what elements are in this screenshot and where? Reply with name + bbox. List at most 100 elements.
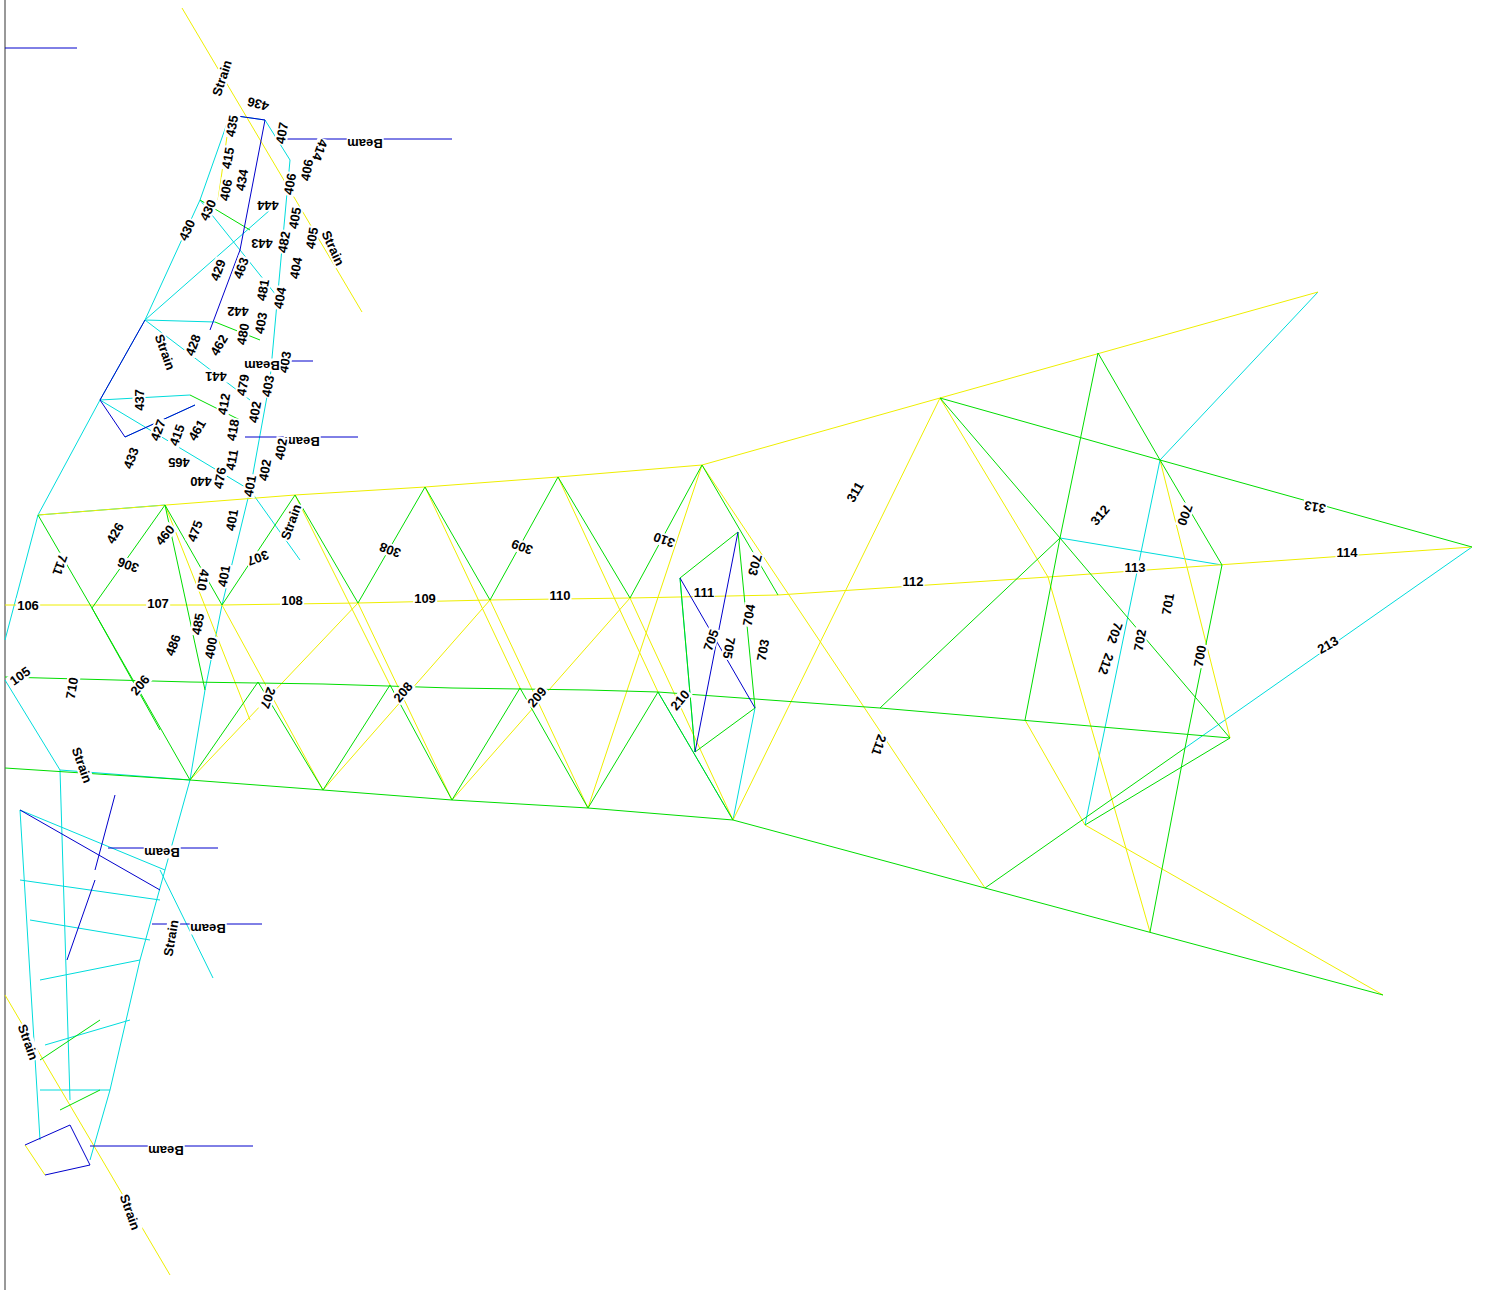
member-label: 310 (651, 530, 678, 550)
member-label: 401 (242, 473, 259, 499)
member-label: 403 (260, 373, 277, 399)
member-label: 444 (256, 199, 280, 212)
yellow-members (5, 8, 1472, 1275)
member-label: 309 (509, 537, 536, 557)
member-label: 404 (288, 255, 305, 281)
member-label: 401 (216, 563, 233, 589)
member-label: 106 (16, 599, 40, 612)
member-label: 479 (235, 372, 252, 398)
member-label: Strain (319, 228, 347, 269)
member-label: 460 (152, 522, 177, 549)
member-label: 207 (258, 685, 278, 712)
member-label: 705 (721, 635, 738, 661)
member-label: 485 (190, 611, 207, 637)
member-label: 108 (280, 594, 304, 607)
member-label: 701 (1160, 591, 1177, 617)
member-label: 482 (276, 229, 293, 255)
green-members (5, 200, 1472, 1110)
member-label: Strain (161, 918, 181, 959)
axis-line (5, 0, 6, 1290)
member-label: Beam (189, 922, 226, 935)
member-label: 111 (693, 586, 715, 599)
member-label: 700 (1192, 643, 1209, 669)
member-label: 406 (282, 171, 299, 197)
member-label: 703 (755, 637, 772, 663)
member-label: 400 (203, 635, 220, 661)
member-label: Strain (15, 1022, 41, 1063)
member-label: 208 (390, 679, 415, 706)
member-label: 206 (127, 672, 152, 699)
member-label: 704 (741, 602, 758, 628)
member-label: 107 (146, 597, 170, 610)
member-label: 313 (1302, 499, 1328, 516)
member-label: 308 (377, 540, 404, 560)
member-label: 441 (204, 370, 228, 383)
member-label: 435 (224, 113, 241, 139)
blue-members (5, 48, 755, 1175)
member-label: Strain (152, 332, 178, 373)
member-label: 443 (250, 237, 274, 250)
member-label: 430 (176, 217, 198, 244)
member-label: 415 (167, 422, 187, 449)
member-label: 210 (667, 687, 692, 714)
member-label: 404 (272, 285, 289, 311)
member-label: 711 (50, 552, 70, 578)
member-label: 703 (746, 552, 765, 578)
member-label: 475 (185, 518, 205, 545)
member-label: 415 (220, 145, 237, 171)
member-label: 401 (224, 507, 241, 533)
member-label: 402 (257, 457, 274, 483)
member-label: 114 (1336, 546, 1359, 559)
member-label: 702 (1132, 627, 1149, 653)
member-label: 430 (197, 197, 219, 224)
member-label: 211 (869, 732, 889, 758)
member-label: 434 (234, 167, 251, 193)
member-label: 311 (844, 479, 867, 505)
member-label: 465 (167, 456, 191, 469)
member-label: Strain (69, 745, 95, 786)
member-label: 702 (1105, 620, 1125, 647)
member-label: 463 (231, 255, 251, 282)
member-label: 407 (274, 120, 291, 146)
member-label: 462 (207, 331, 230, 358)
member-label: 112 (902, 575, 925, 588)
member-label: Beam (243, 359, 280, 372)
member-label: 700 (1175, 502, 1195, 529)
member-label: 710 (64, 675, 81, 701)
member-label: 433 (121, 445, 141, 472)
member-label: 213 (1314, 633, 1341, 656)
member-label: Strain (117, 1192, 143, 1233)
member-label: 486 (163, 632, 183, 659)
member-label: 436 (245, 95, 271, 114)
member-label: 312 (1087, 502, 1112, 529)
member-label: 105 (7, 664, 34, 688)
member-label: 418 (225, 417, 242, 443)
member-label: 402 (273, 436, 290, 462)
member-label: 442 (226, 305, 250, 318)
member-label: 412 (216, 391, 233, 417)
member-label: 307 (245, 548, 272, 568)
member-label: 437 (133, 388, 146, 412)
member-label: 440 (189, 475, 213, 488)
member-label: 705 (701, 627, 721, 654)
member-label: 406 (218, 177, 235, 203)
member-label: 461 (185, 416, 208, 443)
member-label: 476 (212, 465, 229, 491)
member-label: Beam (143, 846, 180, 859)
member-label: 481 (255, 277, 272, 303)
member-label: 429 (208, 257, 228, 284)
member-label: 212 (1096, 651, 1116, 678)
member-label: 410 (195, 567, 212, 593)
member-label: 403 (253, 310, 270, 336)
member-label: 405 (304, 225, 321, 251)
member-label: 109 (413, 592, 437, 605)
member-label: 113 (1124, 561, 1147, 574)
member-label: Strain (210, 58, 234, 99)
member-label: 402 (247, 399, 264, 425)
member-label: Beam (346, 137, 383, 150)
member-label: 406 (299, 157, 316, 183)
member-label: Strain (278, 502, 304, 543)
member-label: 427 (148, 417, 168, 444)
